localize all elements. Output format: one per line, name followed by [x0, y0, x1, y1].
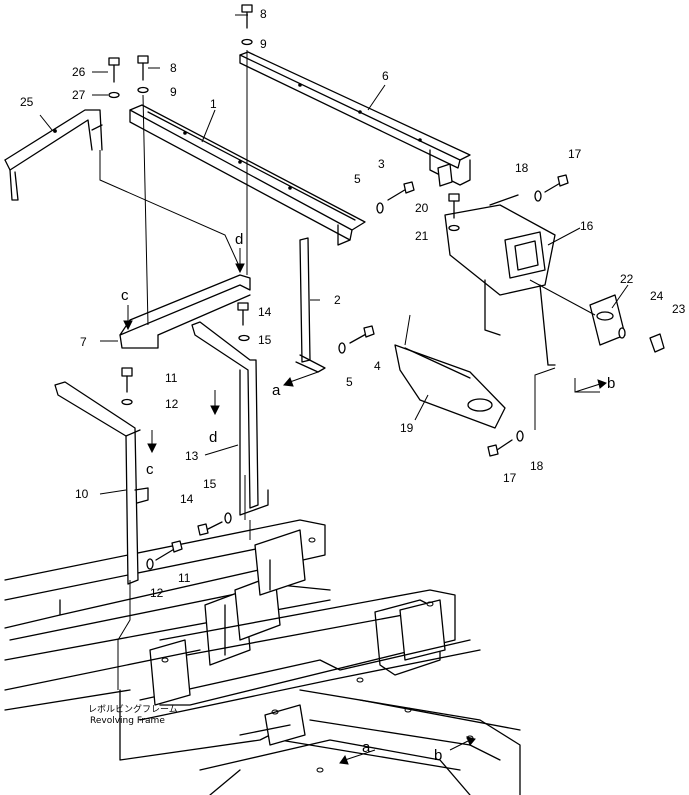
- ref-a-upper: a: [272, 382, 281, 399]
- revolving-frame: [4, 519, 521, 795]
- part-7-bracket: [119, 274, 251, 349]
- callout-22: 22: [620, 272, 634, 286]
- part-2-bracket: [295, 237, 326, 373]
- ref-b-lower: b: [434, 747, 442, 764]
- callout-27: 27: [72, 88, 86, 102]
- callout-24: 24: [650, 289, 664, 303]
- frame-caption-en: Revolving Frame: [90, 716, 165, 726]
- callout-4: 4: [374, 359, 381, 373]
- callout-18: 18: [515, 161, 529, 175]
- callout-13: 13: [185, 449, 199, 463]
- ref-a-lower: a: [362, 739, 371, 756]
- callout-3: 3: [378, 157, 385, 171]
- callout-5: 5: [354, 172, 361, 186]
- frame-caption: レボルビングフレーム Revolving Frame: [88, 703, 178, 726]
- ref-d-lower: d: [209, 429, 217, 446]
- callout-8: 8: [260, 7, 267, 21]
- part-6-rail: [239, 51, 471, 187]
- callout-17b: 17: [503, 471, 517, 485]
- ref-c-lower: c: [146, 461, 154, 478]
- ref-b-upper: b: [607, 375, 615, 392]
- ref-d-upper: d: [235, 231, 243, 248]
- callout-9b: 9: [170, 85, 177, 99]
- part-19-tray: [394, 344, 506, 429]
- callout-21: 21: [415, 229, 429, 243]
- callout-18b: 18: [530, 459, 544, 473]
- part-13-post: [191, 321, 269, 516]
- frame-caption-jp: レボルビングフレーム: [88, 703, 178, 715]
- letter-references: a a b b c c d d: [121, 231, 615, 764]
- callout-26: 26: [72, 65, 86, 79]
- callout-23: 23: [672, 302, 686, 316]
- callout-10: 10: [75, 487, 89, 501]
- part-10-post: [54, 381, 149, 585]
- callout-11: 11: [165, 371, 178, 385]
- callout-9: 9: [260, 37, 267, 51]
- fasteners: [108, 4, 665, 570]
- ref-c-upper: c: [121, 287, 129, 304]
- callout-6: 6: [382, 69, 389, 83]
- callout-2: 2: [334, 293, 341, 307]
- part-16-box: [444, 194, 556, 366]
- callout-8b: 8: [170, 61, 177, 75]
- callout-15b: 15: [203, 477, 217, 491]
- callout-20: 20: [415, 201, 429, 215]
- callout-14b: 14: [180, 492, 194, 506]
- callout-15: 15: [258, 333, 272, 347]
- callout-14: 14: [258, 305, 272, 319]
- leader-lines: [39, 14, 629, 765]
- part-22-cover: [589, 294, 626, 346]
- callout-12: 12: [165, 397, 179, 411]
- part-25-handrail: [4, 109, 103, 201]
- callout-7: 7: [80, 335, 87, 349]
- callout-12b: 12: [150, 586, 164, 600]
- callout-17: 17: [568, 147, 582, 161]
- callout-25: 25: [20, 95, 34, 109]
- callout-1: 1: [210, 97, 217, 111]
- callout-11b: 11: [178, 571, 191, 585]
- callout-16: 16: [580, 219, 594, 233]
- callout-5b: 5: [346, 375, 353, 389]
- callout-19: 19: [400, 421, 414, 435]
- callout-labels: 1 2 3 4 5 5 6 7 8 8 9 9 10 11 11 12 12 1…: [20, 7, 686, 600]
